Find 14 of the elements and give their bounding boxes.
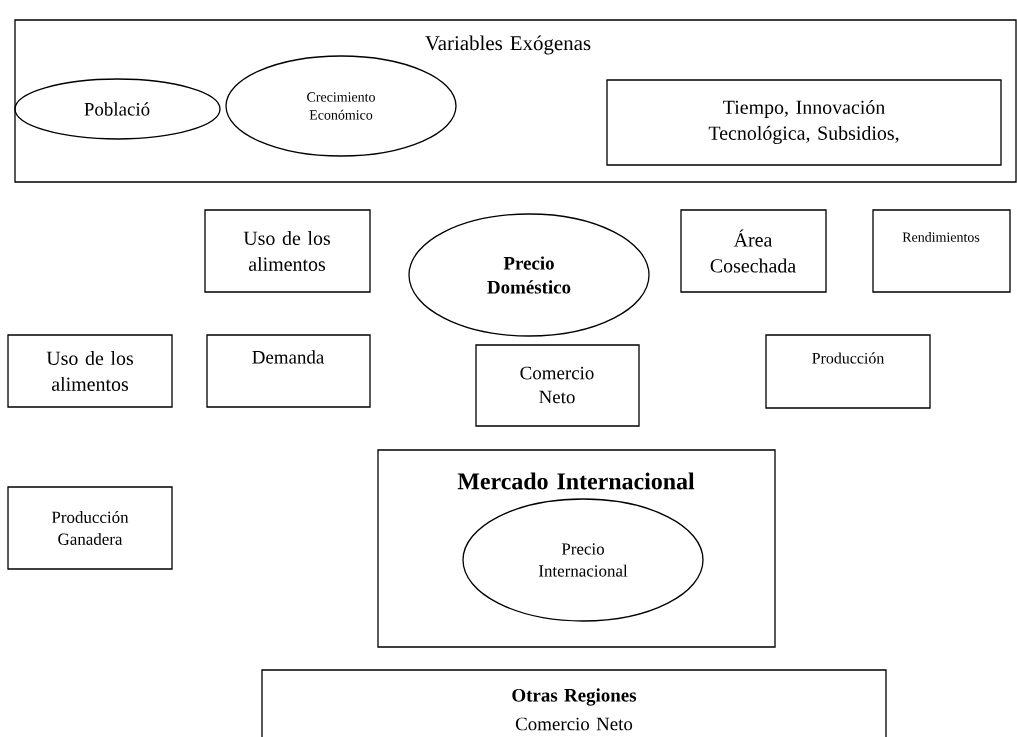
ellipse-node: Població: [14, 78, 221, 140]
text-box: Uso de los alimentos: [204, 209, 371, 293]
text-box: Rendimientos: [872, 209, 1011, 293]
text-box: Uso de los alimentos: [7, 334, 173, 408]
ellipse-node: Precio Internacional: [462, 498, 704, 622]
text-box: Comercio Neto: [475, 344, 640, 427]
text-box: Área Cosechada: [680, 209, 827, 293]
text-box: Otras Regiones Comercio Neto: [261, 669, 887, 737]
ellipse-node: Crecimiento Económico: [225, 55, 457, 157]
text-box: Producción Ganadera: [7, 486, 173, 570]
text-box: Demanda: [206, 334, 371, 408]
text-box: Tiempo, Innovación Tecnológica, Subsidios,: [606, 79, 1002, 166]
ellipse-node: Precio Doméstico: [408, 213, 650, 337]
text-box: Producción: [765, 334, 931, 409]
